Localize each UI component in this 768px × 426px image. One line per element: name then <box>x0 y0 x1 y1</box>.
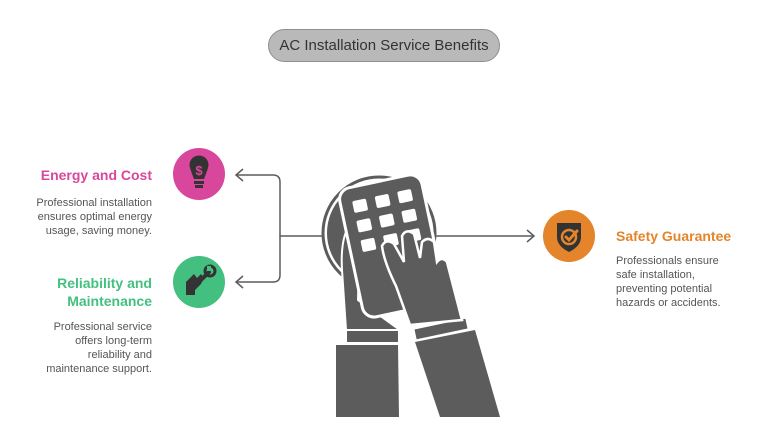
energy-cost-heading: Energy and Cost <box>40 167 152 183</box>
connector-to-energy <box>237 174 322 237</box>
description-line: Professional service <box>53 321 152 333</box>
description-line: offers long-term <box>75 335 152 347</box>
central-hands-remote-graphic <box>321 173 500 417</box>
connector-lines <box>234 168 536 289</box>
energy-icon: $ <box>173 148 225 200</box>
description-line: reliability and <box>87 349 152 361</box>
reliability-maintenance-description: Professional service offers long-term re… <box>10 320 152 376</box>
description-line: safe installation, <box>616 269 695 281</box>
description-line: Professional installation <box>36 197 152 209</box>
description-line: usage, saving money. <box>45 225 152 237</box>
description-line: Professionals ensure <box>616 255 719 267</box>
heading-line: Reliability and <box>57 275 152 291</box>
safety-guarantee-heading: Safety Guarantee <box>616 228 732 244</box>
diagram-title: AC Installation Service Benefits <box>268 29 500 62</box>
arrowhead-reliability <box>234 275 244 289</box>
shield-check-icon <box>543 210 595 262</box>
connector-to-reliability <box>237 236 281 283</box>
energy-cost-description: Professional installation ensures optima… <box>10 196 152 238</box>
svg-text:$: $ <box>195 163 203 178</box>
description-line: maintenance support. <box>46 363 152 375</box>
description-line: ensures optimal energy <box>37 211 152 223</box>
safety-guarantee-description: Professionals ensure safe installation, … <box>616 254 756 310</box>
description-line: hazards or accidents. <box>616 297 721 309</box>
arrowhead-safety <box>526 229 536 243</box>
arrowhead-energy <box>234 168 244 182</box>
description-line: preventing potential <box>616 283 713 295</box>
wrench-hand-icon <box>173 256 225 308</box>
reliability-maintenance-heading: Reliability and Maintenance <box>20 274 152 310</box>
heading-line: Maintenance <box>67 293 152 309</box>
